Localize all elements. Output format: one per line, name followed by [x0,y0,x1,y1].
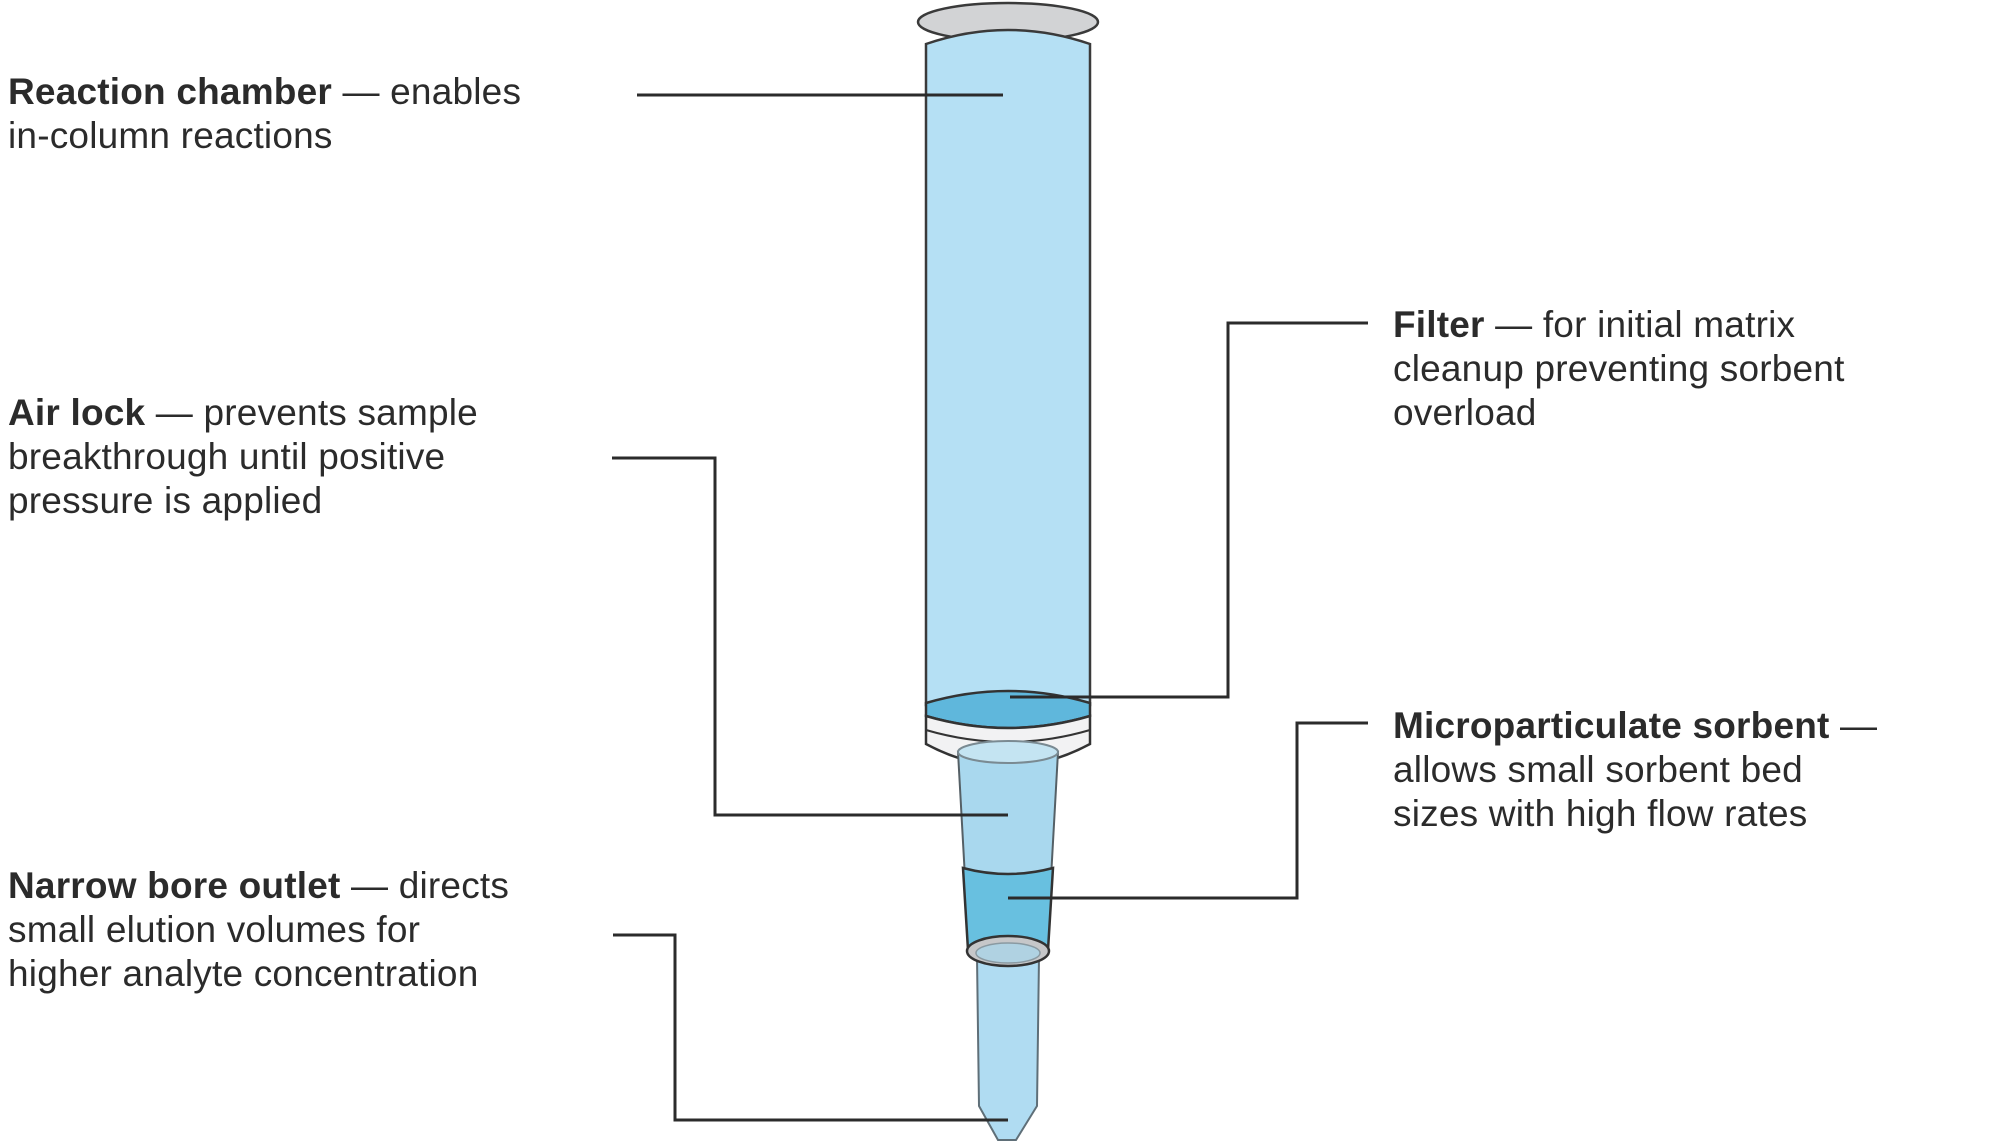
label-line: cleanup preventing sorbent [1393,348,1845,389]
narrow-bore-outlet-tube [975,956,1041,1141]
label-line: breakthrough until positive [8,436,446,477]
label-line: allows small sorbent bed [1393,749,1803,790]
label-desc: — directs [340,865,510,906]
label-line: sizes with high flow rates [1393,793,1808,834]
label-line: in-column reactions [8,115,333,156]
label-reaction-chamber: Reaction chamber — enables in-column rea… [8,70,521,158]
label-desc: — enables [331,71,522,112]
label-line: Microparticulate sorbent — [1393,704,1877,748]
label-desc: — prevents sample [145,392,478,433]
label-term: Filter [1393,304,1485,345]
label-line: pressure is applied [8,480,323,521]
collar-ring-inner [975,942,1041,964]
label-line: overload [1393,392,1537,433]
leader-line-filter [1010,321,1368,699]
reaction-chamber-body [924,28,1092,707]
label-term: Narrow bore outlet [8,865,341,906]
leader-line-outlet [613,933,1008,1122]
air-lock-cone-opening [957,740,1059,764]
label-air-lock: Air lock — prevents sample breakthrough … [8,391,478,523]
label-term: Microparticulate sorbent [1393,705,1830,746]
label-desc: — [1829,705,1878,746]
label-line: higher analyte concentration [8,953,479,994]
label-line: Air lock — prevents sample [8,391,478,435]
leader-line-sorbent [1008,721,1368,900]
label-desc: — for initial matrix [1484,304,1796,345]
label-filter: Filter — for initial matrix cleanup prev… [1393,303,1845,435]
label-term: Reaction chamber [8,71,332,112]
label-sorbent: Microparticulate sorbent — allows small … [1393,704,1877,836]
label-term: Air lock [8,392,146,433]
label-line: small elution volumes for [8,909,421,950]
label-line: Narrow bore outlet — directs [8,864,509,908]
sorbent-bed [961,866,1055,952]
label-line: Filter — for initial matrix [1393,303,1845,347]
leader-line-air-lock [612,456,1008,817]
label-outlet: Narrow bore outlet — directs small eluti… [8,864,509,996]
label-line: Reaction chamber — enables [8,70,521,114]
